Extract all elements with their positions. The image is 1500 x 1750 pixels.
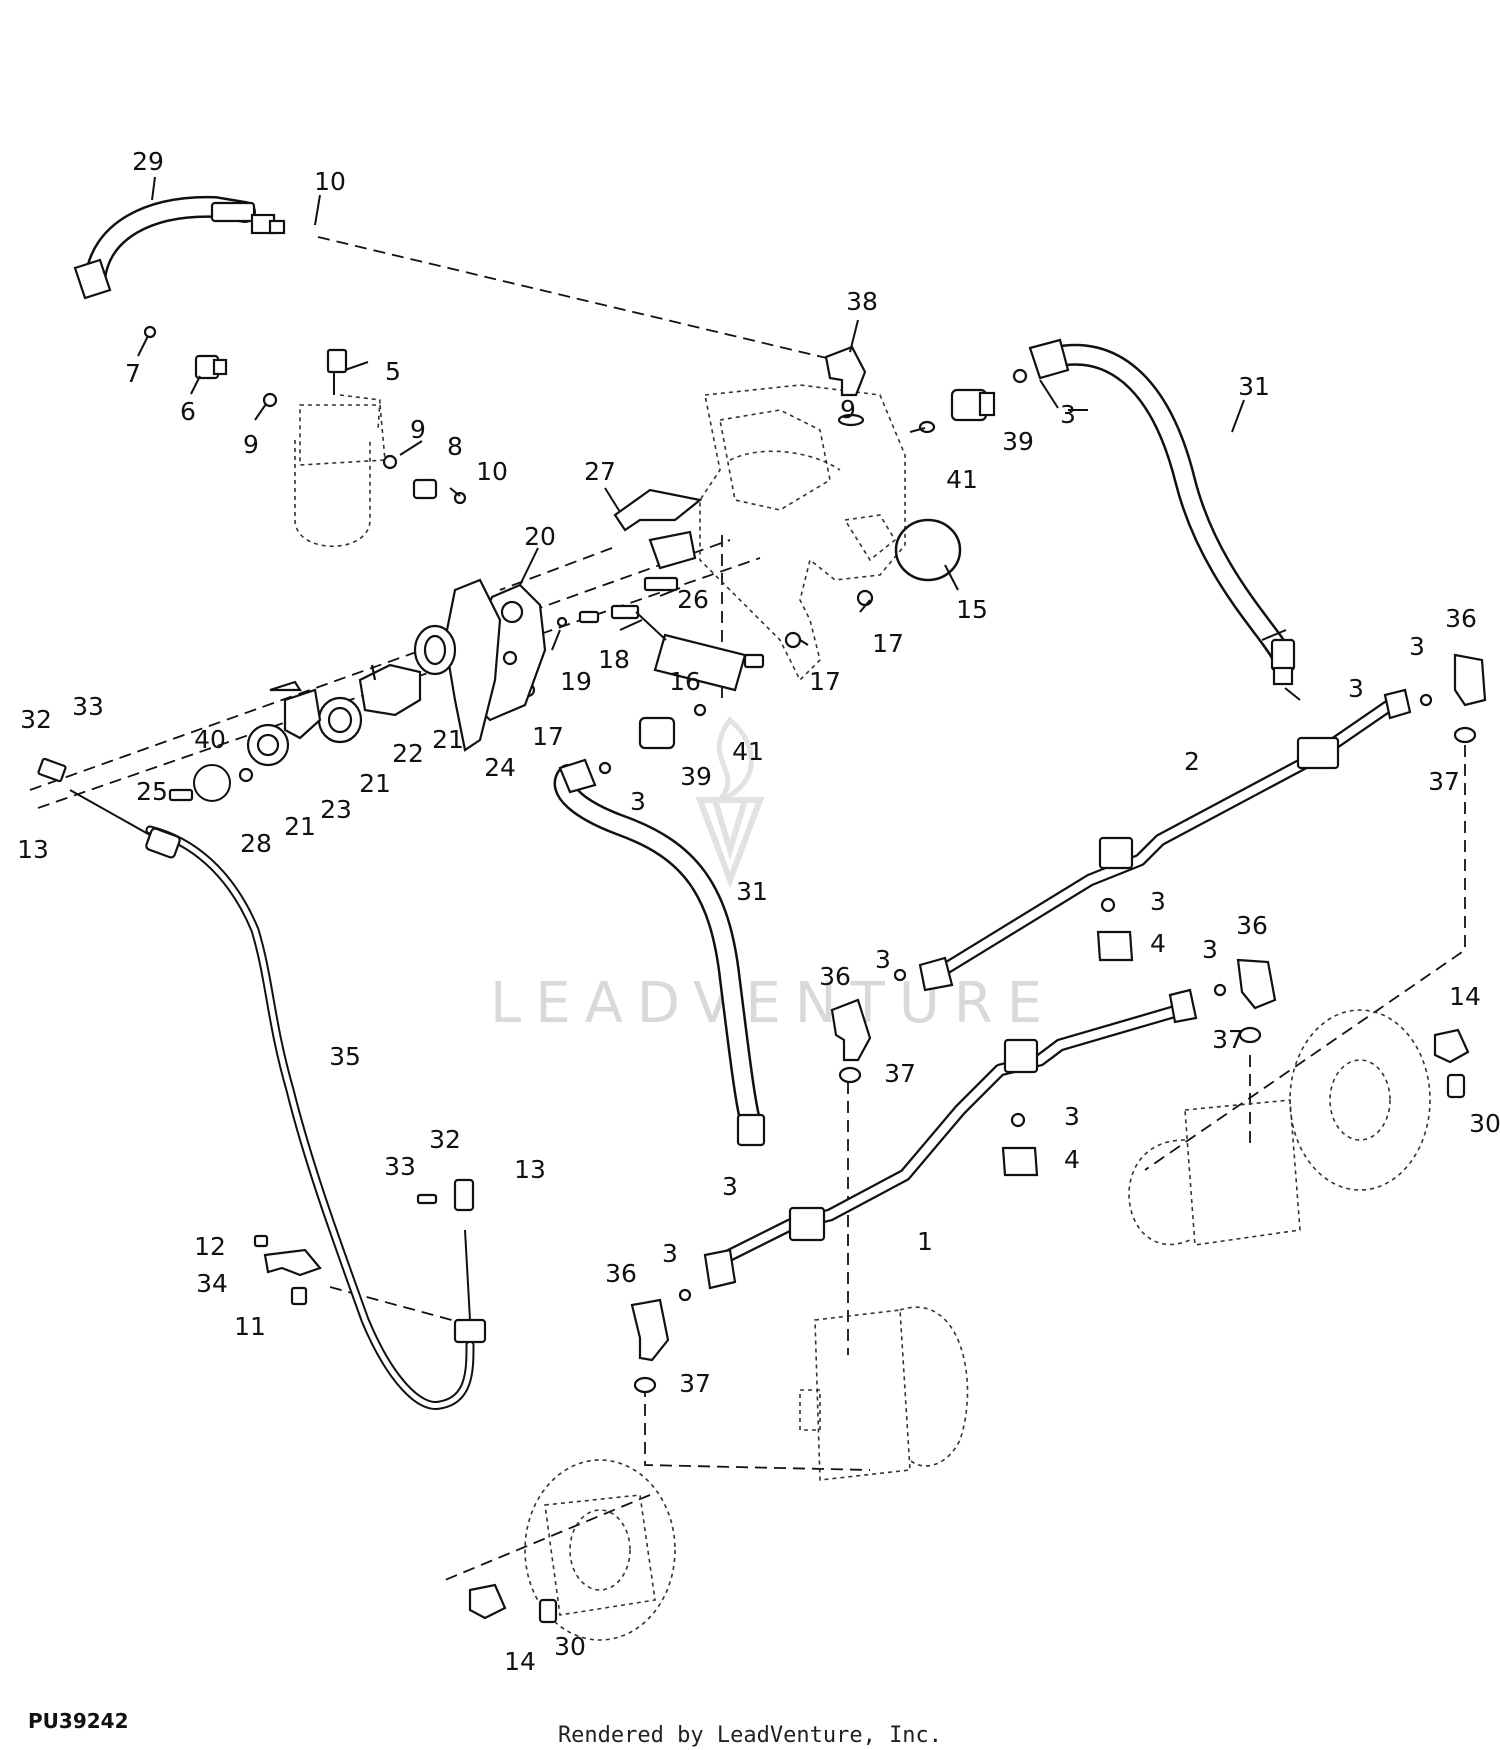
callout-3: 3 — [1060, 400, 1076, 429]
parts-drawing — [29, 176, 1487, 1641]
callout-10: 10 — [476, 457, 508, 486]
callout-36: 36 — [1445, 604, 1477, 633]
callout-3: 3 — [722, 1172, 738, 1201]
callout-12: 12 — [194, 1232, 226, 1261]
callout-4: 4 — [1150, 929, 1166, 958]
callout-17: 17 — [872, 629, 904, 658]
callout-1: 1 — [917, 1227, 933, 1256]
callout-11: 11 — [234, 1312, 266, 1341]
callout-31: 31 — [736, 877, 768, 906]
callout-10: 10 — [314, 167, 346, 196]
callout-2: 2 — [1184, 747, 1200, 776]
callout-14: 14 — [1449, 982, 1481, 1011]
callout-13: 13 — [514, 1155, 546, 1184]
diagram-id: PU39242 — [28, 1709, 128, 1733]
callout-17: 17 — [532, 722, 564, 751]
callout-9: 9 — [840, 395, 856, 424]
watermark-text: LEADVENTURE — [490, 971, 1056, 1036]
callout-labels: 29 10 38 31 7 6 5 9 9 8 10 9 3 39 41 27 … — [17, 147, 1500, 1676]
credit-text: Rendered by LeadVenture, Inc. — [558, 1723, 942, 1748]
callout-37: 37 — [884, 1059, 916, 1088]
callout-3: 3 — [1064, 1102, 1080, 1131]
callout-9: 9 — [243, 430, 259, 459]
callout-38: 38 — [846, 287, 878, 316]
callout-20: 20 — [524, 522, 556, 551]
callout-3: 3 — [662, 1239, 678, 1268]
callout-8: 8 — [447, 432, 463, 461]
callout-37: 37 — [1428, 767, 1460, 796]
callout-21: 21 — [359, 769, 391, 798]
callout-34: 34 — [196, 1269, 228, 1298]
callout-36: 36 — [819, 962, 851, 991]
callout-14: 14 — [504, 1647, 536, 1676]
callout-41: 41 — [946, 465, 978, 494]
callout-29: 29 — [132, 147, 164, 176]
callout-26: 26 — [677, 585, 709, 614]
callout-22: 22 — [392, 739, 424, 768]
callout-36: 36 — [1236, 911, 1268, 940]
callout-21: 21 — [284, 812, 316, 841]
callout-19: 19 — [560, 667, 592, 696]
callout-27: 27 — [584, 457, 616, 486]
callout-3: 3 — [1348, 674, 1364, 703]
callout-30: 30 — [1469, 1109, 1500, 1138]
callout-21: 21 — [432, 725, 464, 754]
callout-24: 24 — [484, 753, 516, 782]
callout-3: 3 — [875, 945, 891, 974]
callout-3: 3 — [1202, 935, 1218, 964]
callout-4: 4 — [1064, 1145, 1080, 1174]
callout-3: 3 — [1150, 887, 1166, 916]
callout-33: 33 — [384, 1152, 416, 1181]
callout-31: 31 — [1238, 372, 1270, 401]
callout-13: 13 — [17, 835, 49, 864]
callout-39: 39 — [1002, 427, 1034, 456]
callout-17: 17 — [809, 667, 841, 696]
callout-32: 32 — [20, 705, 52, 734]
callout-6: 6 — [180, 397, 196, 426]
callout-15: 15 — [956, 595, 988, 624]
callout-18: 18 — [598, 645, 630, 674]
callout-28: 28 — [240, 829, 272, 858]
callout-7: 7 — [125, 359, 141, 388]
callout-25: 25 — [136, 777, 168, 806]
callout-5: 5 — [385, 357, 401, 386]
callout-23: 23 — [320, 795, 352, 824]
callout-37: 37 — [679, 1369, 711, 1398]
callout-35: 35 — [329, 1042, 361, 1071]
callout-40: 40 — [194, 725, 226, 754]
callout-30: 30 — [554, 1632, 586, 1661]
callout-36: 36 — [605, 1259, 637, 1288]
callout-9: 9 — [410, 415, 426, 444]
callout-3: 3 — [1409, 632, 1425, 661]
callout-41: 41 — [732, 737, 764, 766]
callout-32: 32 — [429, 1125, 461, 1154]
callout-37: 37 — [1212, 1025, 1244, 1054]
callout-39: 39 — [680, 762, 712, 791]
callout-3: 3 — [630, 787, 646, 816]
callout-16: 16 — [669, 667, 701, 696]
callout-33: 33 — [72, 692, 104, 721]
